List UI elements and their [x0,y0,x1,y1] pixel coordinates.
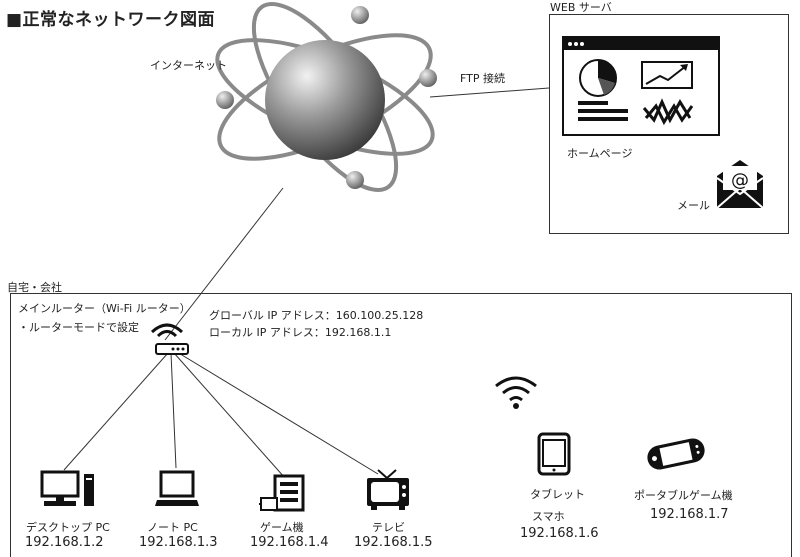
tablet-icon [537,432,571,476]
game-console-icon [259,474,305,512]
internet-globe-icon [215,2,437,192]
device-ip-portable-game: 192.168.1.7 [650,507,729,522]
device-name-desktop: デスクトップ PC [26,521,110,534]
device-name-laptop: ノート PC [147,521,198,534]
lan-box [10,293,792,557]
local-ip-label: ローカル IP アドレス：192.168.1.1 [209,326,392,339]
laptop-icon [155,470,199,506]
device-ip-tv: 192.168.1.5 [354,535,433,550]
device-name-tv: テレビ [372,521,405,534]
page-title: ■正常なネットワーク図面 [6,10,216,30]
homepage-browser-icon [562,36,720,136]
device-ip-game: 192.168.1.4 [250,535,329,550]
device-name-tablet: タブレット [530,488,585,501]
global-ip-label: グローバル IP アドレス：160.100.25.128 [209,309,424,322]
ftp-label: FTP 接続 [460,72,505,85]
mail-icon: @ [716,160,764,209]
svg-text:@: @ [731,170,749,191]
device-name-game: ゲーム機 [260,521,304,534]
device-ip-laptop: 192.168.1.3 [139,535,218,550]
device-name-portable-game: ポータブルゲーム機 [634,489,733,502]
device-ip-tablet: 192.168.1.6 [520,526,599,541]
desktop-pc-icon [40,470,94,506]
homepage-label: ホームページ [567,147,633,160]
router-mode: ・ルーターモードで設定 [18,321,139,334]
wifi-icon [495,376,537,409]
router-name: メインルーター（Wi-Fi ルーター） [18,302,191,315]
internet-label: インターネット [150,59,227,72]
mail-label: メール [677,199,710,212]
device-name-smartphone: スマホ [532,510,565,523]
tv-icon [367,469,409,510]
router-icon [150,323,189,355]
lan-label: 自宅・会社 [7,281,62,294]
portable-game-icon [647,438,705,470]
web-server-label: WEB サーバ [550,1,612,14]
device-ip-desktop: 192.168.1.2 [25,535,104,550]
web-server-box [549,14,789,234]
